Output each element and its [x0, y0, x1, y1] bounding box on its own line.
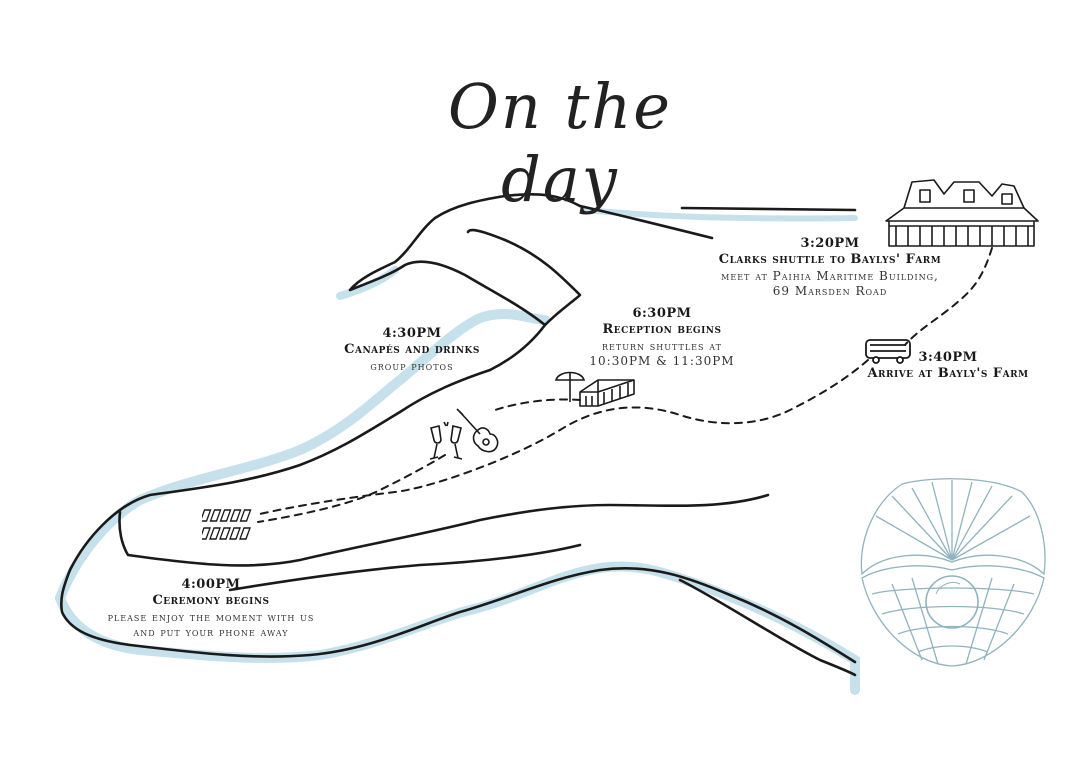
event-arrive: 3:40PM Arrive at Bayly's Farm [858, 350, 1038, 383]
event-time: 6:30PM [632, 306, 692, 321]
event-name: Ceremony begins [152, 593, 270, 609]
event-time: 4:30PM [382, 326, 442, 341]
event-time: 3:40PM [918, 350, 978, 365]
coastline [59, 193, 857, 677]
event-time: 3:20PM [800, 236, 860, 251]
umbrella-icon [554, 371, 586, 402]
event-name: Reception begins [602, 322, 722, 338]
event-reception: 6:30PM Reception begins return shuttles … [572, 306, 752, 369]
shuttle-route [254, 247, 993, 523]
event-note: please enjoy the moment with us [107, 609, 315, 624]
event-note: meet at Paihia Maritime Building, [721, 268, 939, 283]
event-name: Canapés and drinks [344, 342, 480, 358]
event-ceremony: 4:00PM Ceremony begins please enjoy the … [86, 577, 336, 640]
marquee-tent-icon [579, 379, 635, 407]
champagne-glasses-icon [429, 421, 463, 460]
guitar-icon [456, 408, 499, 453]
event-time: 4:00PM [181, 577, 241, 592]
event-note: 69 Marsden Road [772, 283, 888, 298]
bus-icon [865, 339, 911, 364]
event-canapes: 4:30PM Canapés and drinks group photos [322, 326, 502, 374]
chairs-icon [202, 509, 252, 540]
event-note: return shuttles at [602, 338, 722, 353]
event-note: 10:30PM & 11:30PM [589, 353, 735, 368]
event-note: and put your phone away [133, 624, 289, 639]
event-note: group photos [370, 358, 454, 373]
event-name: Clarks shuttle to Baylys' Farm [718, 252, 942, 268]
farmhouse-icon [885, 179, 1039, 247]
event-name: Arrive at Bayly's Farm [867, 366, 1029, 382]
oyster-pearl-icon [860, 478, 1046, 667]
page-title: On the day [447, 70, 672, 216]
event-shuttle: 3:20PM Clarks shuttle to Baylys' Farm me… [700, 236, 960, 299]
